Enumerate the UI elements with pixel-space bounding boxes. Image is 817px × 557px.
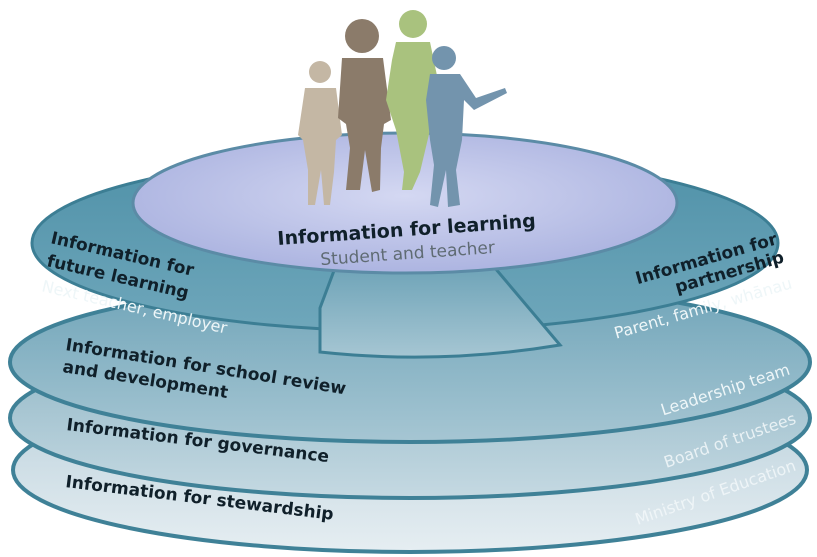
people-silhouettes-icon <box>298 10 507 207</box>
